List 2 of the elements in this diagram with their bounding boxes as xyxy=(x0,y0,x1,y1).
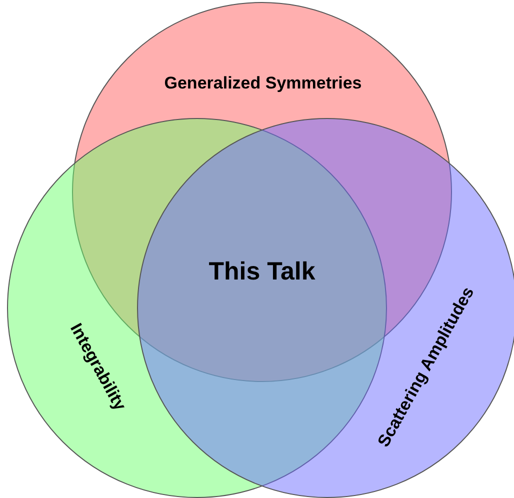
circle-label: Generalized Symmetries xyxy=(164,72,362,94)
center-label: This Talk xyxy=(208,256,316,288)
